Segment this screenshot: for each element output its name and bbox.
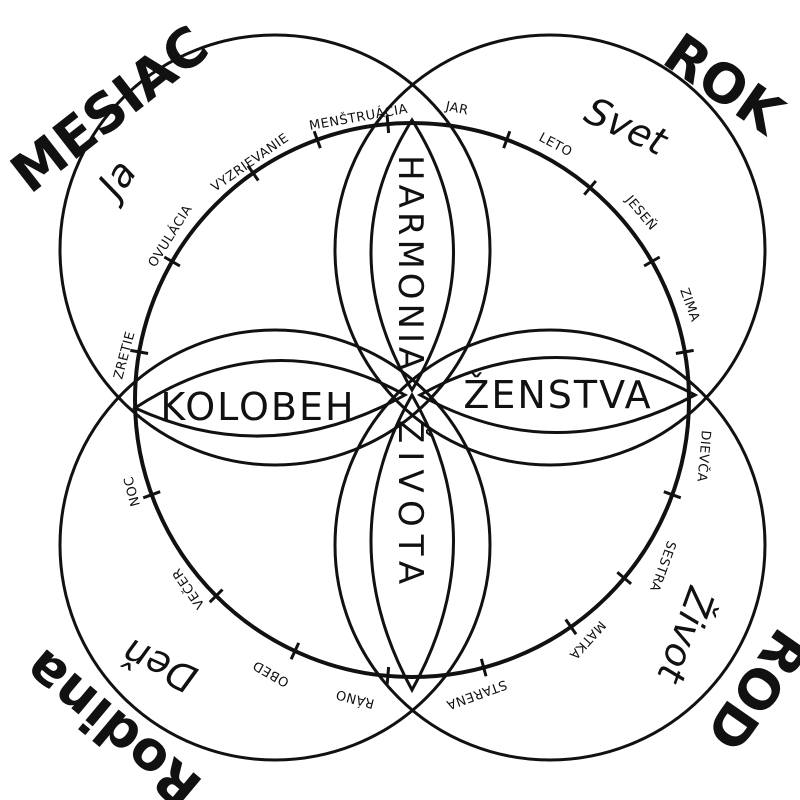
ring-tick: [312, 130, 322, 149]
ring-tick: [502, 130, 512, 149]
circle-mesiac: [58, 33, 492, 467]
ring-label-dievca: DIEVČA: [693, 430, 713, 483]
ring-tick: [163, 255, 181, 268]
ring-label-rano: RÁNO: [334, 686, 376, 712]
ring-label-jar: JAR: [443, 99, 470, 119]
ring-label-obed: OBED: [250, 657, 292, 690]
central-ring: [133, 121, 691, 679]
ring-tick: [142, 490, 161, 500]
ring-tick: [643, 255, 661, 268]
ring-ticks: [130, 114, 694, 686]
circle-rodina: [58, 328, 492, 762]
ring-label-sestra: SESTRA: [646, 539, 678, 594]
corner-label-rok: ROK: [653, 21, 797, 148]
ring-tick: [208, 588, 224, 604]
quadrant-label-svet: Svet: [578, 88, 675, 165]
ring-tick: [385, 666, 391, 686]
center-word-harmonia: HARMONIA: [390, 155, 430, 374]
ring-label-noc: NOC: [121, 474, 143, 507]
ring-label-vyzrievanie: VYZRIEVANIE: [209, 131, 292, 196]
ring-tick: [663, 490, 682, 500]
ring-tick: [385, 114, 391, 134]
lens-right: [416, 356, 699, 434]
circle-rod: [333, 328, 767, 762]
lens-top: [369, 117, 455, 393]
ring-tick: [246, 164, 260, 182]
lens-left: [131, 359, 409, 438]
ring-tick: [616, 571, 633, 585]
ring-tick: [479, 658, 488, 677]
ring-label-starena: STARENA: [444, 676, 509, 712]
lens-bottom: [369, 391, 455, 694]
ring-tick: [583, 179, 597, 196]
ring-tick: [289, 642, 301, 660]
quadrant-label-zivot: Život: [648, 581, 724, 690]
ring-tick: [564, 618, 578, 636]
ring-label-zima: ZIMA: [676, 286, 702, 324]
center-word-zenstva: ŽENSTVA: [463, 373, 652, 417]
ring-label-vecer: VEČER: [169, 565, 208, 612]
circle-rok: [333, 33, 767, 467]
quadrant-label-den: Deň: [116, 629, 204, 701]
center-word-kolobeh: KOLOBEH: [160, 385, 355, 429]
center-word-zivota: ŽIVOTA: [390, 420, 431, 592]
ring-tick: [675, 348, 694, 355]
ring-tick: [130, 348, 149, 355]
